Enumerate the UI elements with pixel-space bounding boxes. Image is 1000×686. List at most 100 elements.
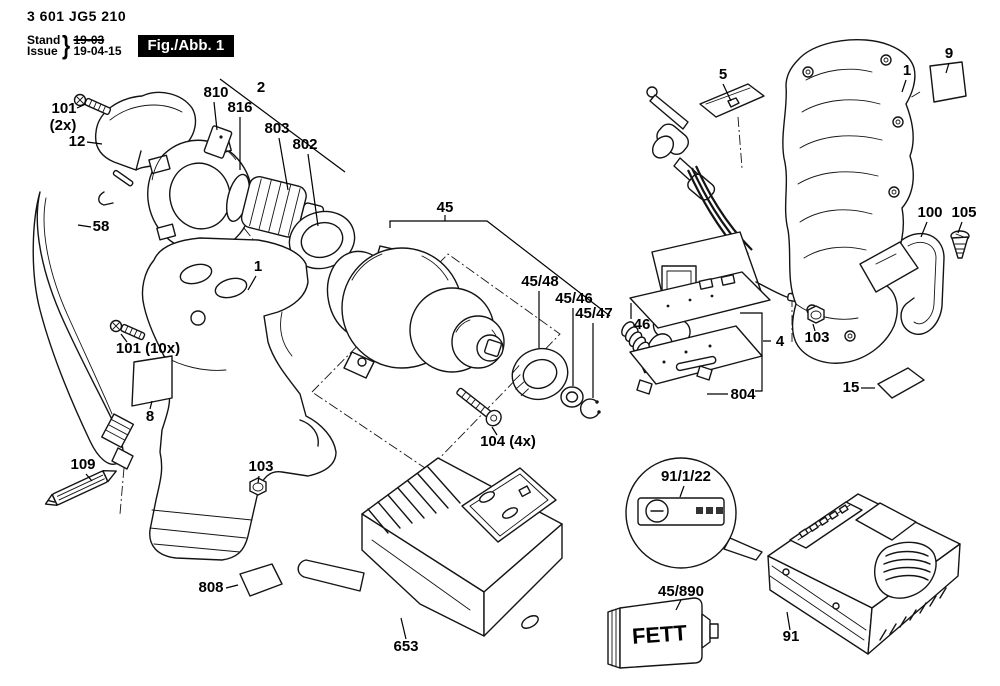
callout-101-left-qty: (2x) bbox=[50, 117, 77, 134]
leader-109 bbox=[85, 473, 93, 482]
callout-109: 109 bbox=[70, 456, 95, 473]
leader-100 bbox=[920, 221, 928, 238]
callout-1-right: 1 bbox=[903, 62, 911, 79]
sticker-9-drawing bbox=[929, 61, 967, 103]
right-housing-drawing bbox=[782, 38, 916, 364]
bracket-group-2 bbox=[219, 78, 346, 173]
callout-2: 2 bbox=[257, 79, 265, 96]
callout-101-left: 101 bbox=[51, 100, 76, 117]
charger-drawing bbox=[297, 457, 563, 637]
pin-and-clip-drawing bbox=[98, 169, 134, 206]
callout-45-46: 45/46 bbox=[555, 290, 593, 307]
leader-101-left bbox=[76, 103, 87, 109]
leader-103-left bbox=[257, 475, 260, 484]
leader-1-left bbox=[247, 275, 257, 291]
belt-clip-100-drawing bbox=[859, 232, 945, 335]
battery-drawing bbox=[767, 493, 961, 655]
grease-tube-drawing: FETT bbox=[607, 597, 719, 669]
o-ring-45-46-drawing bbox=[560, 386, 584, 408]
leader-1-right bbox=[901, 79, 907, 93]
part-number: 3 601 JG5 210 bbox=[27, 8, 127, 24]
callout-103-left: 103 bbox=[248, 458, 273, 475]
grease-tube-text: FETT bbox=[631, 620, 688, 649]
leader-104-4x bbox=[491, 426, 498, 436]
callout-45-48: 45/48 bbox=[521, 273, 559, 290]
callout-45: 45 bbox=[437, 199, 454, 216]
callout-45-47: 45/47 bbox=[575, 305, 613, 322]
callout-104-4x: 104 (4x) bbox=[480, 433, 536, 450]
callout-105: 105 bbox=[951, 204, 976, 221]
callout-1-left: 1 bbox=[254, 258, 262, 275]
leader-653 bbox=[400, 617, 407, 640]
screw-101-2x-drawing bbox=[73, 93, 112, 116]
leader-8 bbox=[149, 400, 153, 410]
leader-12 bbox=[86, 141, 103, 145]
ring-45-48-drawing bbox=[511, 347, 569, 401]
callout-45-890: 45/890 bbox=[658, 583, 704, 600]
stand-label: Stand bbox=[27, 32, 61, 47]
pcb-plate-drawing bbox=[629, 271, 771, 329]
leader-803 bbox=[278, 137, 289, 191]
callout-12: 12 bbox=[69, 133, 86, 150]
callout-101-10x: 101 (10x) bbox=[116, 340, 180, 357]
nut-103-left-drawing bbox=[249, 477, 267, 496]
dates: 19-03 19-04-15 bbox=[73, 32, 122, 58]
superseded-date: 19-03 bbox=[73, 32, 105, 47]
stand-issue-labels: Stand Issue bbox=[27, 32, 61, 58]
bracket-group-4 bbox=[740, 312, 771, 392]
leader-91 bbox=[786, 611, 791, 631]
leader-91-1-22 bbox=[679, 485, 685, 498]
callout-808: 808 bbox=[198, 579, 223, 596]
sticker-15-drawing bbox=[877, 367, 925, 399]
callout-804: 804 bbox=[730, 386, 756, 403]
callout-8: 8 bbox=[146, 408, 154, 425]
callout-91: 91 bbox=[783, 628, 800, 645]
sticker-8-drawing bbox=[131, 355, 173, 407]
callout-9: 9 bbox=[945, 45, 953, 62]
nut-103-right-drawing bbox=[807, 305, 825, 324]
brace-glyph: } bbox=[62, 30, 71, 60]
issue-row: Stand Issue } 19-03 19-04-15 Fig./Abb. 1 bbox=[27, 30, 235, 61]
callout-653: 653 bbox=[393, 638, 418, 655]
leader-5 bbox=[722, 83, 732, 102]
callout-103-right: 103 bbox=[804, 329, 829, 346]
gearbox-45-drawing bbox=[326, 245, 505, 379]
callout-803: 803 bbox=[264, 120, 289, 137]
callout-810: 810 bbox=[203, 84, 228, 101]
group-brackets bbox=[219, 78, 771, 392]
battery-gauge-detail-drawing bbox=[625, 457, 763, 569]
title-block: 3 601 JG5 210 Stand Issue } 19-03 19-04-… bbox=[27, 8, 235, 61]
bit-109-drawing bbox=[44, 470, 117, 506]
issue-label: Issue bbox=[27, 43, 58, 58]
leader-103-right bbox=[812, 323, 816, 332]
leader-105 bbox=[957, 221, 963, 234]
base-plate-804-drawing bbox=[629, 325, 763, 395]
leader-810 bbox=[213, 101, 218, 131]
bracket-group-45 bbox=[389, 215, 611, 317]
callout-46: 46 bbox=[634, 316, 651, 333]
callout-100: 100 bbox=[917, 204, 942, 221]
figure-label-badge: Fig./Abb. 1 bbox=[137, 34, 235, 57]
callout-91-1-22: 91/1/22 bbox=[661, 468, 711, 485]
callout-4: 4 bbox=[776, 333, 785, 350]
callout-802: 802 bbox=[292, 136, 317, 153]
callout-5: 5 bbox=[719, 66, 727, 83]
leader-9 bbox=[945, 62, 950, 74]
ring-802-drawing bbox=[288, 210, 356, 270]
issue-date: 19-04-15 bbox=[73, 43, 122, 58]
leader-802 bbox=[307, 153, 319, 227]
screw-104-drawing bbox=[456, 387, 502, 427]
leader-808 bbox=[225, 584, 239, 589]
wrist-strap-drawing bbox=[32, 191, 135, 470]
snap-ring-45-47-drawing bbox=[579, 398, 601, 419]
callout-816: 816 bbox=[227, 99, 252, 116]
brush-810-drawing bbox=[203, 125, 233, 159]
callout-15: 15 bbox=[843, 379, 860, 396]
leader-101-10x bbox=[120, 333, 128, 343]
screw-101-10x-drawing bbox=[109, 319, 146, 341]
sticker-808-drawing bbox=[239, 563, 283, 597]
screw-105-drawing bbox=[950, 230, 970, 259]
